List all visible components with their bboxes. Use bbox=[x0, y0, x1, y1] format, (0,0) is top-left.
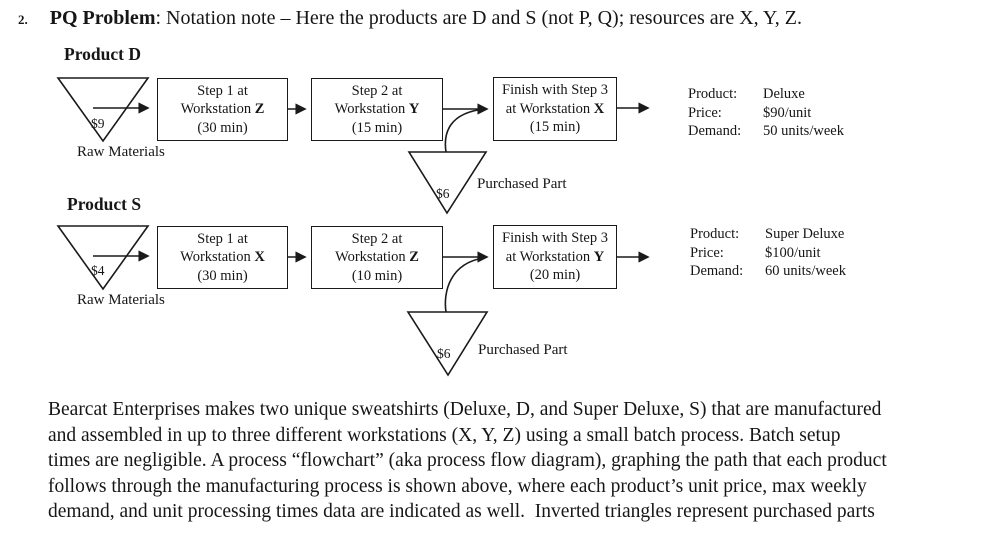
purchased-part-label-s: Purchased Part bbox=[478, 342, 568, 358]
paragraph-line: follows through the manufacturing proces… bbox=[48, 475, 867, 497]
purchased-part-triangle-s bbox=[406, 311, 489, 377]
raw-materials-label-s: Raw Materials bbox=[77, 292, 165, 308]
step-line: Step 1 at bbox=[197, 82, 248, 99]
purchased-part-cost-s: $6 bbox=[437, 346, 451, 361]
purchased-part-triangle-d bbox=[407, 151, 488, 215]
raw-material-triangle-s bbox=[56, 225, 150, 291]
title-text: PQ Problem: Notation note – Here the pro… bbox=[49, 7, 802, 29]
raw-material-cost-d: $9 bbox=[91, 116, 105, 131]
step-line: Workstation Y bbox=[334, 101, 420, 118]
paragraph-line: times are negligible. A process “flowcha… bbox=[48, 450, 887, 472]
step-line: (20 min) bbox=[529, 267, 581, 284]
info-row: Demand:50 units/week bbox=[688, 123, 844, 140]
step-line: Finish with Step 3 bbox=[502, 230, 608, 247]
step-line: Step 2 at bbox=[351, 82, 403, 99]
step-line: Step 1 at bbox=[197, 230, 248, 247]
product-info-s: Product:Super Deluxe Price:$100/unit Dem… bbox=[690, 225, 846, 281]
process-step-box-s2: Step 2 at Workstation Z (10 min) bbox=[311, 226, 443, 289]
process-step-box-d3: Finish with Step 3 at Workstation X (15 … bbox=[493, 77, 617, 141]
paragraph-line: demand, and unit processing times data a… bbox=[48, 501, 875, 523]
step-line: at Workstation Y bbox=[505, 248, 605, 265]
description-paragraph: Bearcat Enterprises makes two unique swe… bbox=[48, 397, 887, 525]
info-row: Price:$100/unit bbox=[690, 244, 821, 261]
info-row: Product:Deluxe bbox=[688, 86, 805, 102]
process-step-box-d2: Step 2 at Workstation Y (15 min) bbox=[311, 78, 443, 141]
step-line: Workstation Z bbox=[335, 249, 419, 266]
step-line: Finish with Step 3 bbox=[502, 82, 608, 99]
purchased-part-flow-curve-s bbox=[444, 257, 485, 313]
problem-title: 2. PQ Problem: Notation note – Here the … bbox=[18, 7, 802, 30]
purchased-part-label-d: Purchased Part bbox=[477, 176, 567, 192]
purchased-part-cost-d: $6 bbox=[436, 186, 450, 201]
step-line: Workstation X bbox=[180, 249, 265, 266]
info-row: Price:$90/unit bbox=[688, 104, 812, 121]
product-info-d: Product:Deluxe Price:$90/unit Demand:50 … bbox=[688, 85, 844, 141]
process-step-box-s1: Step 1 at Workstation X (30 min) bbox=[157, 226, 288, 289]
list-number: 2. bbox=[18, 12, 28, 27]
step-line: Step 2 at bbox=[351, 230, 403, 247]
step-line: (10 min) bbox=[351, 267, 403, 284]
product-d-heading: Product D bbox=[64, 44, 141, 64]
paragraph-line: and assembled in up to three different w… bbox=[48, 424, 841, 446]
raw-materials-label-d: Raw Materials bbox=[77, 144, 165, 160]
process-step-box-s3: Finish with Step 3 at Workstation Y (20 … bbox=[493, 225, 617, 289]
step-line: (15 min) bbox=[351, 119, 403, 136]
product-s-heading: Product S bbox=[67, 194, 142, 214]
info-row: Demand:60 units/week bbox=[690, 263, 846, 280]
raw-material-triangle-d bbox=[56, 77, 150, 143]
step-line: (15 min) bbox=[529, 119, 581, 136]
process-step-box-d1: Step 1 at Workstation Z (30 min) bbox=[157, 78, 288, 141]
info-row: Product:Super Deluxe bbox=[690, 226, 845, 242]
step-line: (30 min) bbox=[197, 267, 248, 284]
step-line: (30 min) bbox=[197, 119, 248, 136]
step-line: at Workstation X bbox=[505, 100, 605, 117]
raw-material-cost-s: $4 bbox=[91, 263, 105, 278]
step-line: Workstation Z bbox=[180, 101, 265, 118]
purchased-part-flow-curve-d bbox=[444, 108, 485, 153]
paragraph-line: Bearcat Enterprises makes two unique swe… bbox=[48, 399, 882, 420]
